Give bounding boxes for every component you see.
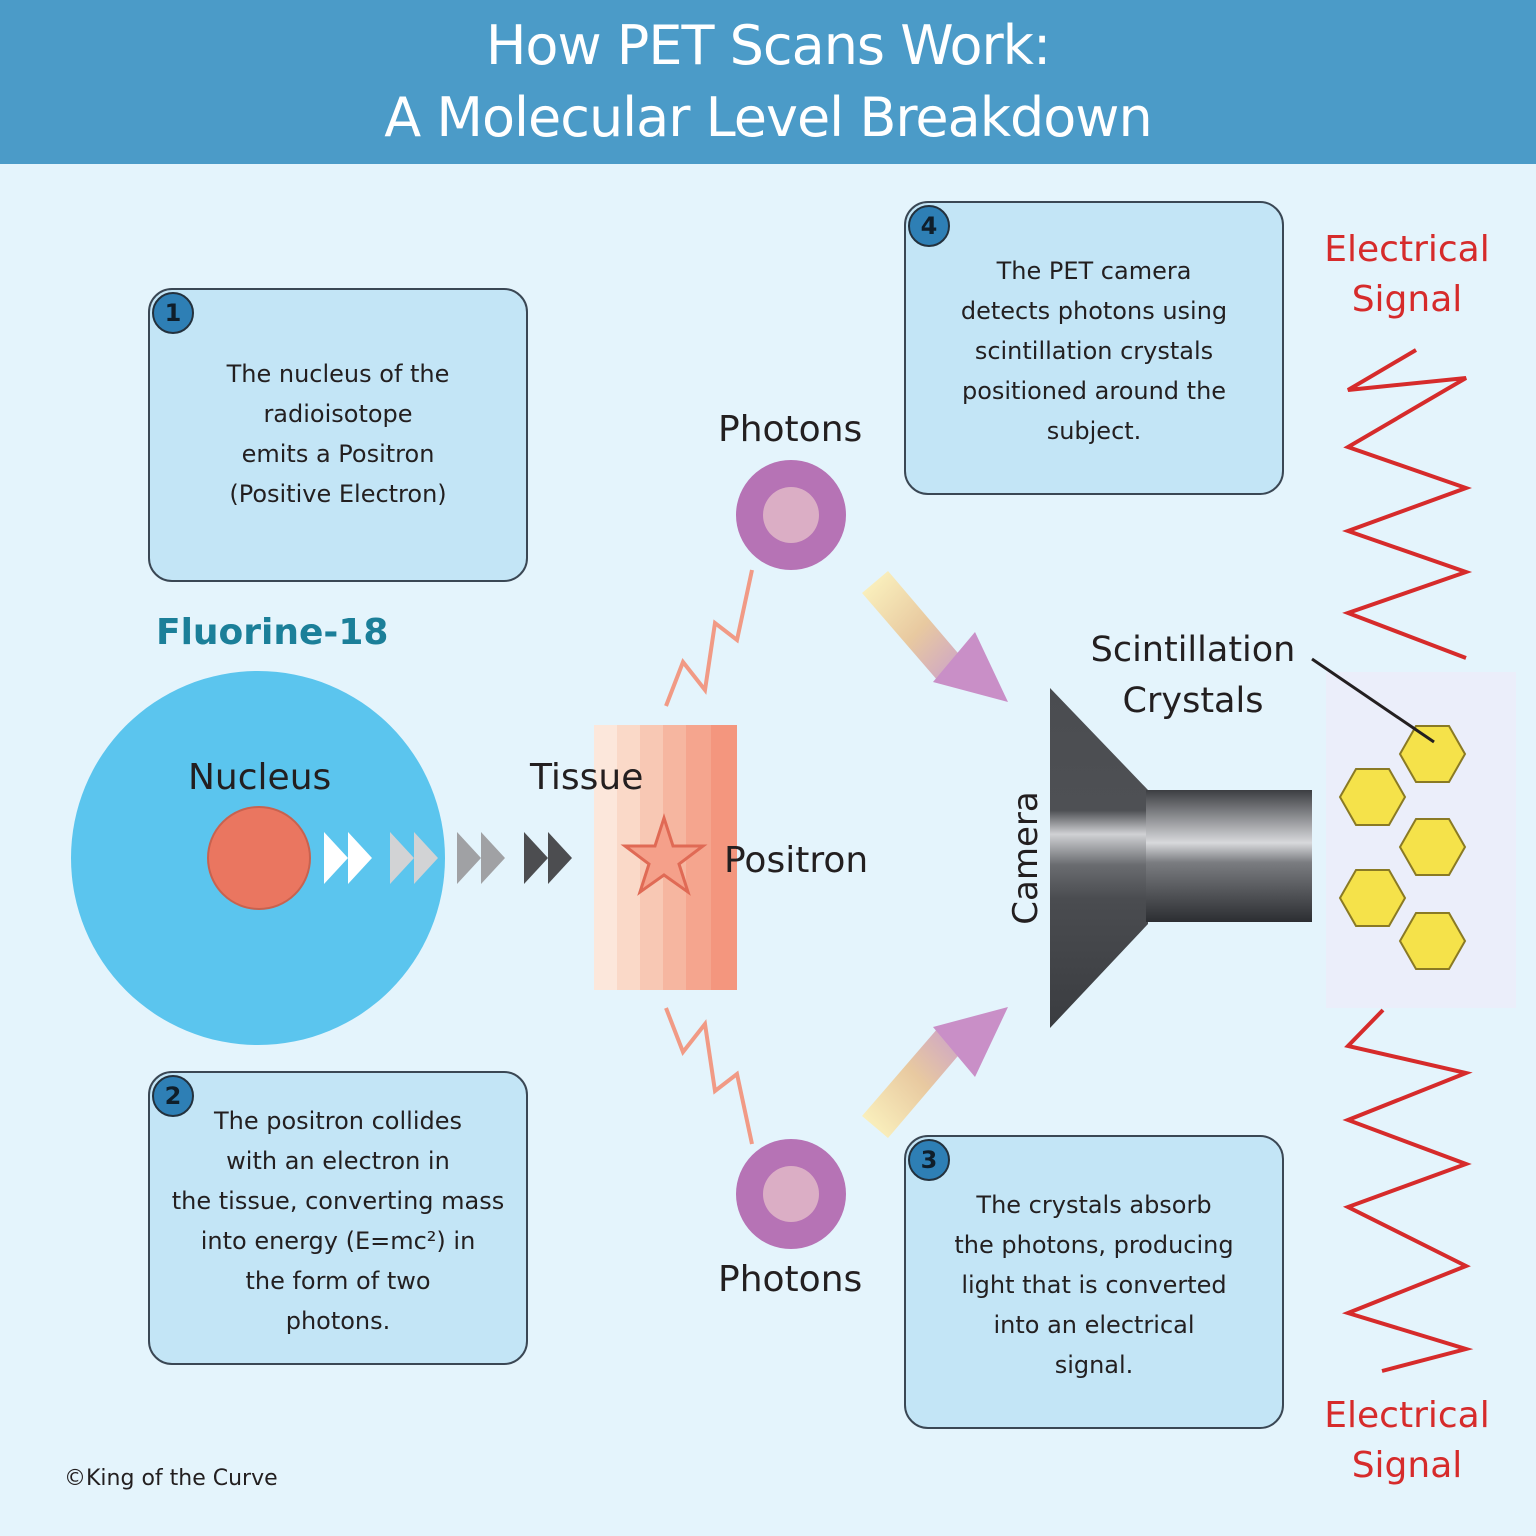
photons-bottom-label: Photons <box>718 1259 863 1300</box>
camera-body <box>1146 790 1312 922</box>
chevron <box>548 832 572 884</box>
step-3-text: The crystals absorb the photons, produci… <box>954 1191 1234 1379</box>
crystal-hexagon <box>1338 869 1407 927</box>
header-banner: How PET Scans Work: A Molecular Level Br… <box>0 0 1536 164</box>
nucleus-label: Nucleus <box>188 757 332 798</box>
arrowhead-bottom <box>933 1007 1008 1077</box>
copyright-footer: ©King of the Curve <box>64 1466 278 1491</box>
electrical-signal-top <box>1342 348 1473 660</box>
step-1-box: 1 The nucleus of the radioisotope emits … <box>148 288 528 582</box>
chevron <box>481 832 505 884</box>
electrical-signal-bottom <box>1341 1008 1474 1373</box>
scintillation-label-line1: Scintillation <box>1090 630 1296 670</box>
electrical-signal-bottom-label: Electrical Signal <box>1324 1395 1490 1486</box>
positron-label: Positron <box>724 840 869 881</box>
title-line-1: How PET Scans Work: <box>485 14 1051 77</box>
photon-bottom-inner <box>763 1166 819 1222</box>
photon-wave-bottom <box>664 1007 754 1145</box>
chevron <box>457 832 481 884</box>
step-4-badge: 4 <box>908 205 950 247</box>
chevron <box>390 832 414 884</box>
beam-top <box>862 571 963 681</box>
positron-emission-chevrons <box>324 832 572 884</box>
crystal-hexagon <box>1398 818 1467 876</box>
step-1-text: The nucleus of the radioisotope emits a … <box>226 360 450 508</box>
chevron <box>348 832 372 884</box>
step-3-badge: 3 <box>908 1139 950 1181</box>
step-2-badge: 2 <box>152 1075 194 1117</box>
chevron <box>524 832 548 884</box>
beam-bottom <box>862 1028 963 1138</box>
photons-top-label: Photons <box>718 409 863 450</box>
crystal-pointer-line <box>1311 657 1435 744</box>
crystal-hexagon <box>1338 768 1407 826</box>
chevron <box>324 832 348 884</box>
camera-label: Camera <box>1006 791 1046 924</box>
title-line-2: A Molecular Level Breakdown <box>384 86 1152 149</box>
scintillation-crystals <box>1338 725 1467 970</box>
photon-top-inner <box>763 487 819 543</box>
step-3-box: 3 The crystals absorb the photons, produ… <box>904 1135 1284 1429</box>
positron-star <box>620 813 708 896</box>
step-2-text: The positron collides with an electron i… <box>171 1107 505 1335</box>
step-4-box: 4 The PET camera detects photons using s… <box>904 201 1284 495</box>
step-4-text: The PET camera detects photons using sci… <box>960 257 1228 445</box>
camera-cone <box>1050 688 1148 1028</box>
fluorine-label: Fluorine-18 <box>156 612 389 653</box>
step-1-badge: 1 <box>152 292 194 334</box>
chevron <box>414 832 438 884</box>
nucleus-circle <box>207 806 311 910</box>
crystal-hexagon <box>1398 912 1467 970</box>
electrical-signal-top-label: Electrical Signal <box>1324 229 1490 320</box>
arrowhead-top <box>933 632 1008 702</box>
scintillation-label-line2: Crystals <box>1122 681 1264 721</box>
step-2-box: 2 The positron collides with an electron… <box>148 1071 528 1365</box>
tissue-label: Tissue <box>530 757 644 798</box>
crystal-hexagon <box>1398 725 1467 783</box>
photon-wave-top <box>664 569 754 707</box>
